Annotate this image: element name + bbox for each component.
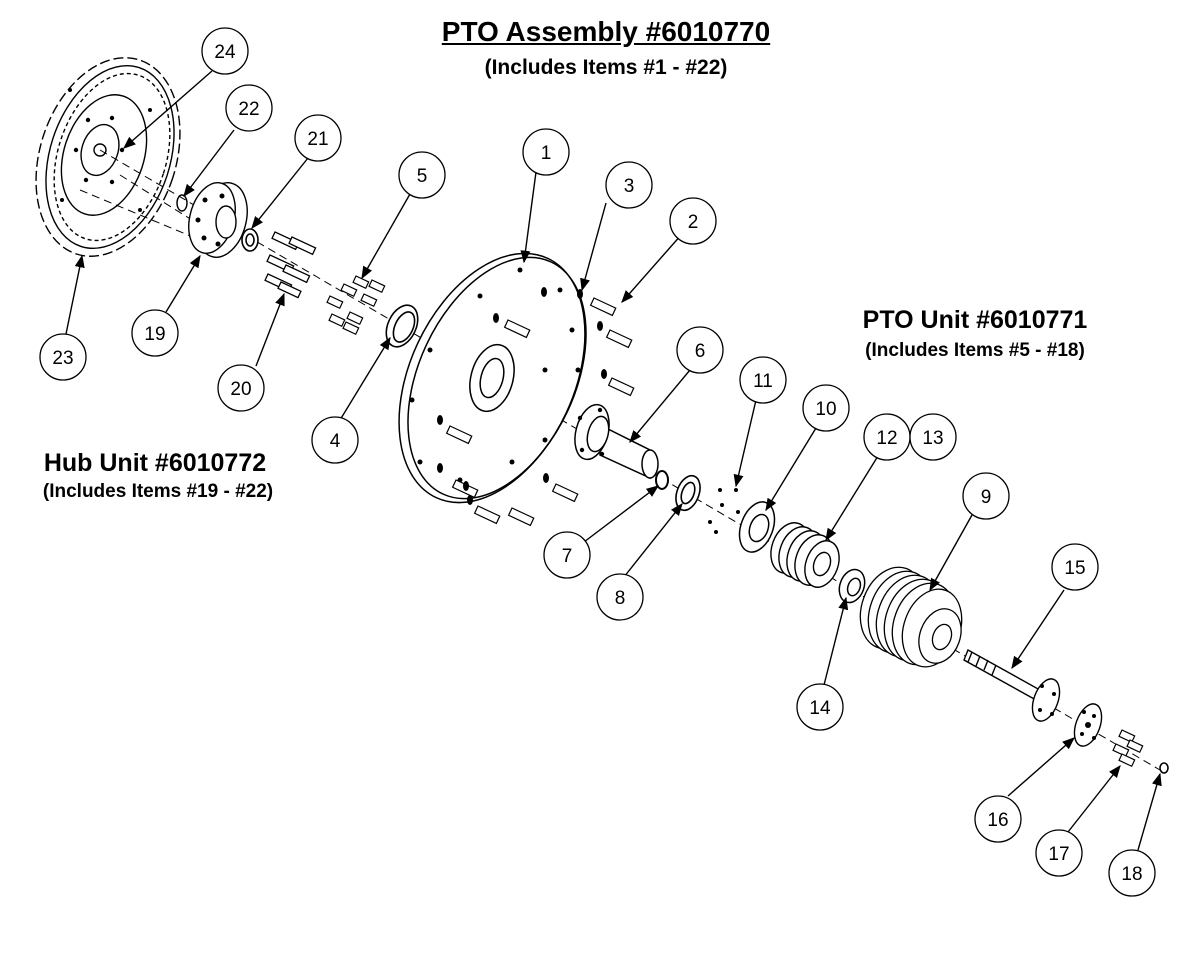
snap-ring — [655, 470, 669, 490]
drive-pulley — [859, 566, 963, 668]
plate-lock-washers — [437, 287, 607, 505]
end-nut — [1159, 762, 1169, 774]
callout-label: 11 — [753, 371, 773, 392]
callout-label: 24 — [214, 42, 236, 63]
callout-label: 19 — [144, 324, 165, 345]
callout-13: 13 — [909, 413, 957, 461]
callout-3: 3 — [605, 161, 653, 209]
adapter-seal-ring — [385, 304, 419, 348]
pto-unit-title: PTO Unit #6010771 — [862, 306, 1088, 334]
callout-label: 8 — [615, 588, 626, 609]
flywheel — [35, 57, 181, 257]
callout-label: 18 — [1121, 864, 1142, 885]
plate-bolts — [445, 297, 635, 527]
bearing-ring — [675, 474, 701, 512]
callout-24: 24 — [201, 27, 249, 75]
callout-14: 14 — [796, 683, 844, 731]
callout-6: 6 — [676, 326, 724, 374]
callout-label: 17 — [1048, 844, 1069, 865]
output-shaft — [963, 649, 1061, 722]
callout-label: 15 — [1064, 558, 1085, 579]
callout-label: 7 — [562, 546, 573, 567]
adapter-plate — [398, 252, 587, 504]
callout-label: 9 — [981, 487, 992, 508]
o-ring — [176, 194, 188, 212]
callout-2: 2 — [669, 197, 717, 245]
drive-shaft-flange — [574, 403, 659, 480]
callout-5: 5 — [398, 151, 446, 199]
leader-lines — [65, 70, 1162, 851]
callout-18: 18 — [1108, 849, 1156, 897]
callout-label: 12 — [876, 428, 897, 449]
hub-unit-subtitle: (Includes Items #19 - #22) — [42, 481, 274, 502]
pulley-bearing — [838, 568, 866, 604]
callout-19: 19 — [131, 309, 179, 357]
flange-bolts — [1112, 729, 1144, 768]
callout-17: 17 — [1035, 829, 1083, 877]
callout-label: 13 — [922, 428, 943, 449]
callout-label: 16 — [987, 810, 1008, 831]
callout-label: 21 — [307, 129, 328, 150]
callout-21: 21 — [294, 114, 342, 162]
pto-unit-subtitle: (Includes Items #5 - #18) — [865, 340, 1085, 361]
callout-9: 9 — [962, 472, 1010, 520]
clutch-pack — [770, 522, 840, 588]
callout-label: 2 — [688, 212, 699, 233]
callout-label: 4 — [330, 431, 341, 452]
assembly-title: PTO Assembly #6010770 — [441, 16, 771, 47]
callout-20: 20 — [217, 364, 265, 412]
callout-15: 15 — [1051, 543, 1099, 591]
callout-22: 22 — [225, 84, 273, 132]
callout-label: 1 — [541, 143, 552, 164]
callout-1: 1 — [522, 128, 570, 176]
hub — [188, 182, 248, 258]
callout-23: 23 — [39, 333, 87, 381]
hub-bolts — [264, 231, 317, 299]
callout-label: 5 — [417, 166, 428, 187]
callout-8: 8 — [596, 573, 644, 621]
callout-label: 20 — [230, 379, 251, 400]
callout-4: 4 — [311, 416, 359, 464]
callout-11: 11 — [739, 356, 787, 404]
callout-label: 3 — [624, 176, 635, 197]
cover-screws — [708, 488, 740, 534]
cover-plate — [738, 501, 776, 553]
hub-seal — [241, 228, 259, 252]
output-flange — [1073, 703, 1103, 747]
callout-label: 10 — [815, 399, 836, 420]
callout-16: 16 — [974, 795, 1022, 843]
callout-label: 6 — [695, 341, 706, 362]
callout-label: 22 — [238, 99, 259, 120]
callout-label: 14 — [809, 698, 831, 719]
callout-label: 23 — [52, 348, 73, 369]
hub-unit-title: Hub Unit #6010772 — [43, 449, 267, 477]
callout-10: 10 — [802, 384, 850, 432]
callout-12: 12 — [863, 413, 911, 461]
assembly-subtitle: (Includes Items #1 - #22) — [484, 56, 728, 79]
pto-mounting-bolts — [326, 275, 386, 336]
callout-7: 7 — [543, 531, 591, 579]
